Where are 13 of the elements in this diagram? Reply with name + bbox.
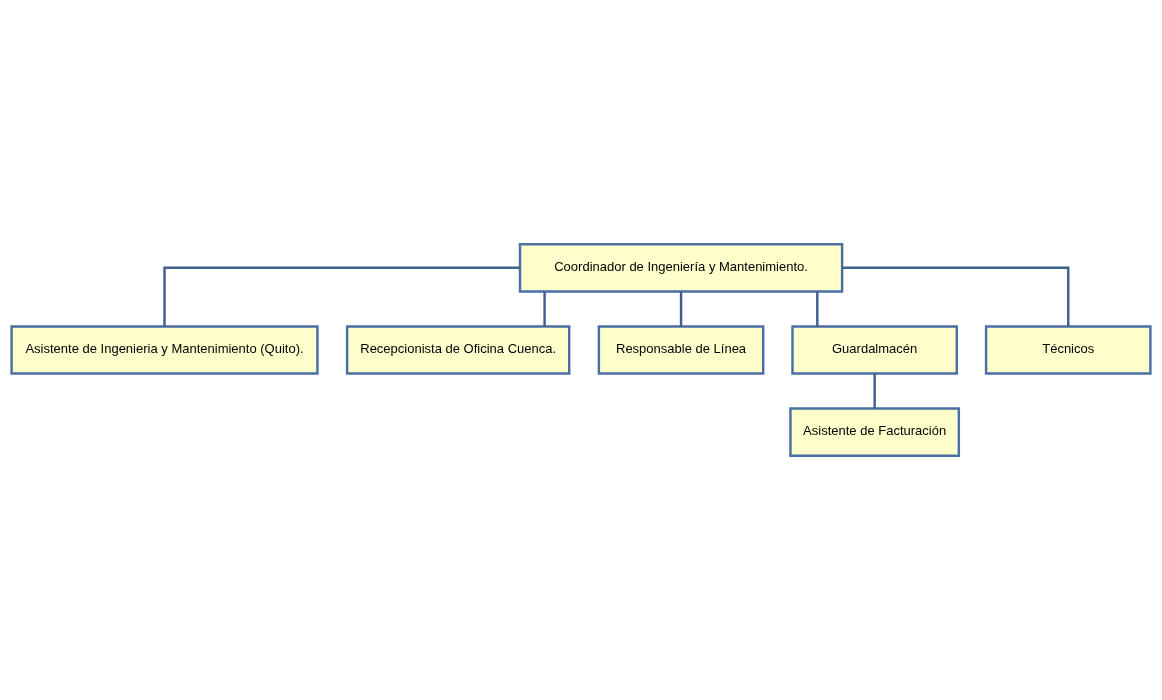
connector	[543, 291, 546, 327]
node-box: Asistente de Facturación	[789, 407, 961, 457]
connector	[842, 266, 1070, 327]
connector	[816, 291, 819, 327]
node-box: Técnicos	[984, 325, 1152, 375]
node-box: Coordinador de Ingeniería y Mantenimiento.	[518, 243, 844, 293]
node-box: Recepcionista de Oficina Cuenca.	[345, 325, 571, 375]
node-box: Asistente de Ingenieria y Mantenimiento (Quito).	[10, 325, 319, 375]
connector	[873, 373, 876, 409]
connector	[163, 266, 520, 327]
connector	[679, 291, 683, 327]
node-box: Guardalmacén	[791, 325, 959, 375]
node-box: Responsable de Línea	[597, 325, 765, 375]
